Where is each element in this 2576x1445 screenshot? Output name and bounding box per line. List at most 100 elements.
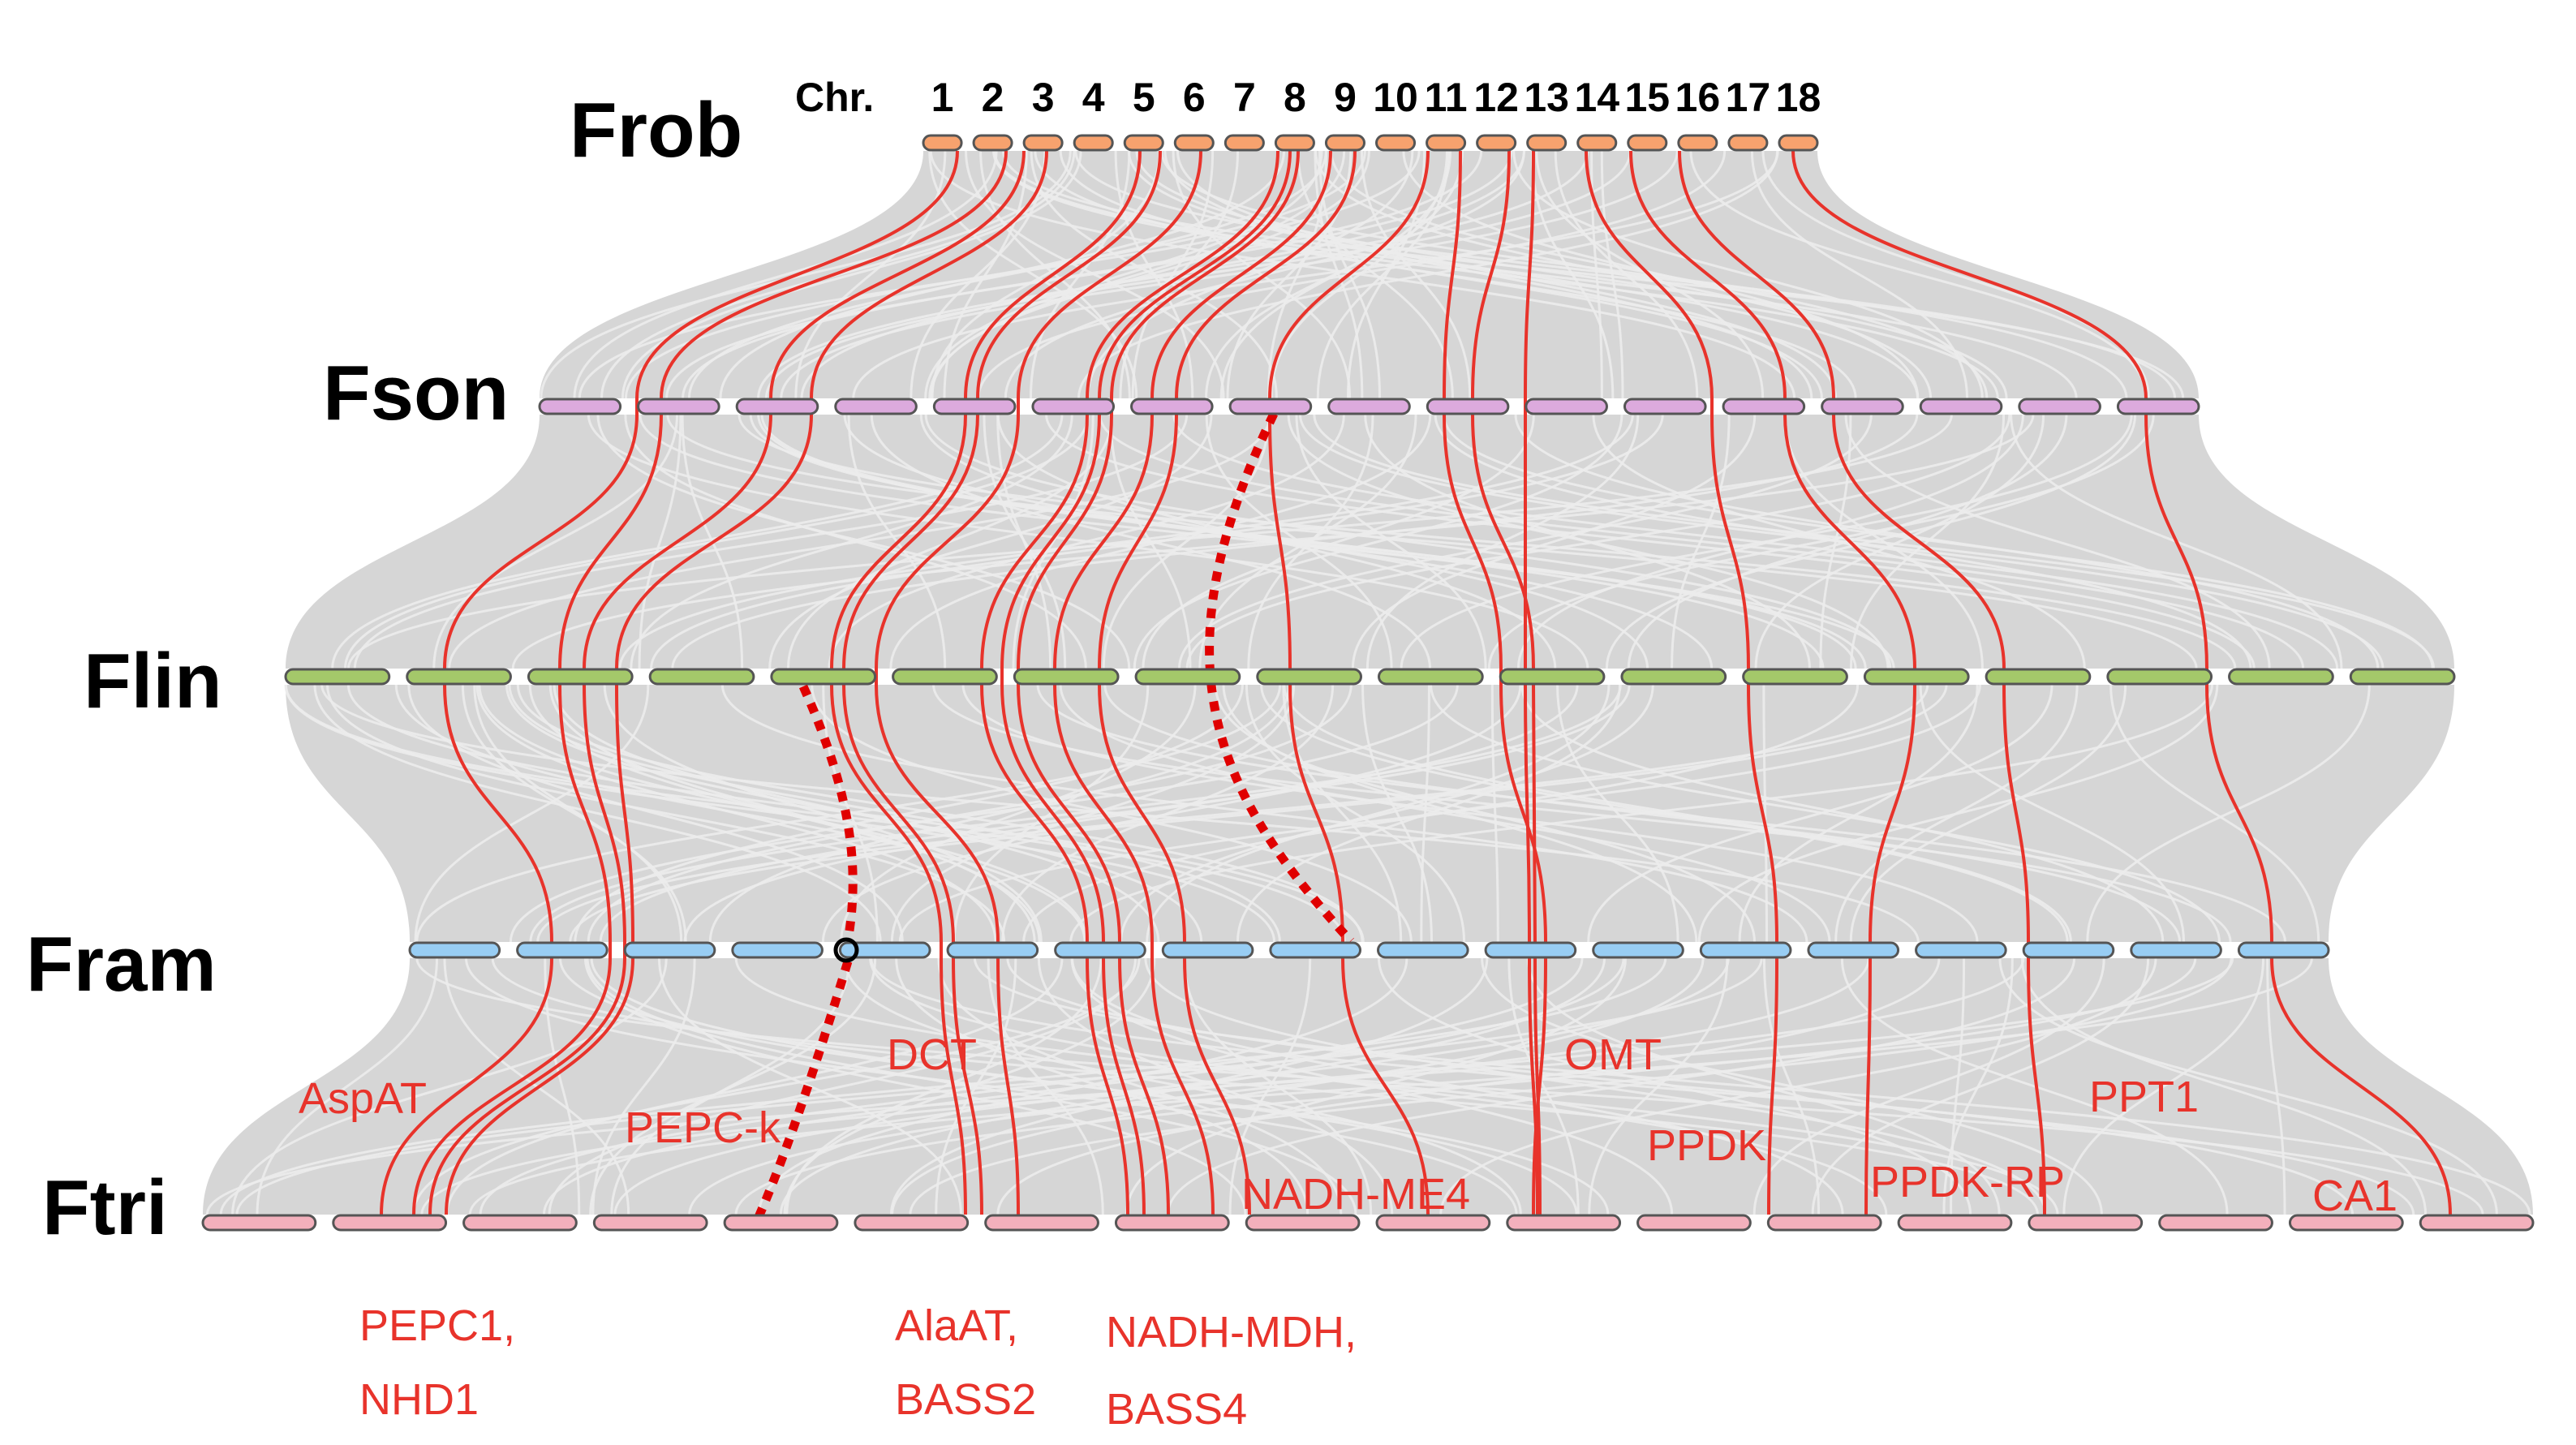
chromosome-frob-1 bbox=[922, 134, 963, 152]
chromosome-flin-6 bbox=[892, 668, 998, 686]
synteny-link bbox=[284, 684, 1276, 943]
synteny-link bbox=[2086, 684, 2371, 943]
gene-label-line: BASS4 bbox=[1106, 1385, 1247, 1434]
chromosome-ftri-13 bbox=[1766, 1214, 1882, 1232]
c4-gene-link bbox=[830, 150, 1142, 1215]
chromosome-frob-2 bbox=[972, 134, 1013, 152]
synteny-link bbox=[890, 684, 1296, 943]
gene-label-pepck: PEPC-k bbox=[625, 1103, 781, 1152]
chromosome-frob-8 bbox=[1274, 134, 1315, 152]
gene-label-ca1: CA1 bbox=[2312, 1172, 2398, 1220]
synteny-link bbox=[2266, 957, 2286, 1215]
synteny-link bbox=[1245, 684, 1466, 943]
chromosome-flin-2 bbox=[406, 668, 512, 686]
synteny-link bbox=[353, 414, 1189, 669]
synteny-link bbox=[708, 684, 1291, 943]
chromosome-frob-18 bbox=[1778, 134, 1819, 152]
synteny-link bbox=[1172, 150, 1352, 399]
chromosome-flin-7 bbox=[1013, 668, 1120, 686]
synteny-link bbox=[589, 957, 877, 1215]
chromosome-flin-8 bbox=[1134, 668, 1241, 686]
synteny-link bbox=[479, 957, 1584, 1215]
chromosome-fson-8 bbox=[1228, 398, 1313, 415]
c4-gene-link bbox=[1000, 150, 1292, 1215]
synteny-link bbox=[965, 150, 1225, 399]
synteny-link bbox=[889, 414, 1432, 669]
chromosome-frob-17 bbox=[1727, 134, 1769, 152]
synteny-link bbox=[1166, 957, 2076, 1215]
gene-label-ppdk: PPDK bbox=[1647, 1121, 1766, 1170]
c4-gene-link bbox=[1791, 150, 2452, 1215]
synteny-ribbon bbox=[286, 685, 2454, 942]
gene-label-ppt1: PPT1 bbox=[2089, 1073, 2199, 1121]
synteny-link bbox=[937, 957, 1343, 1215]
chromosome-fson-12 bbox=[1623, 398, 1707, 415]
synteny-link bbox=[2062, 957, 2265, 1215]
synteny-link bbox=[1144, 957, 2047, 1215]
synteny-link bbox=[1086, 150, 1414, 399]
synteny-gray-links bbox=[205, 150, 2531, 1215]
chromosome-ftri-3 bbox=[462, 1214, 578, 1232]
dotted-duplication-link bbox=[754, 960, 853, 1219]
synteny-link bbox=[800, 150, 1526, 399]
chromosome-number-label: 4 bbox=[1082, 75, 1105, 120]
c4-gene-links bbox=[380, 150, 2452, 1215]
species-label-flin: Flin bbox=[84, 638, 222, 725]
synteny-link bbox=[548, 957, 1137, 1215]
chromosome-number-label: 3 bbox=[1032, 75, 1055, 120]
synteny-link bbox=[666, 414, 2198, 669]
synteny-link bbox=[1012, 414, 1094, 669]
chromosome-frob-12 bbox=[1476, 134, 1517, 152]
synteny-link bbox=[2109, 684, 2320, 943]
synteny-link bbox=[630, 414, 1073, 669]
synteny-link bbox=[1214, 684, 1756, 943]
chromosome-ftri-11 bbox=[1506, 1214, 1622, 1232]
chromosome-fson-2 bbox=[637, 398, 720, 415]
c4-gene-link bbox=[445, 150, 1048, 1215]
c4-gene-link bbox=[980, 150, 1279, 1215]
chromosome-fson-11 bbox=[1525, 398, 1608, 415]
synteny-link bbox=[1844, 414, 2271, 669]
synteny-link bbox=[1183, 957, 1373, 1215]
synteny-link bbox=[1516, 414, 2025, 669]
chromosome-fram-9 bbox=[1269, 941, 1362, 959]
chromosome-flin-13 bbox=[1742, 668, 1848, 686]
chromosome-fram-3 bbox=[623, 941, 716, 959]
synteny-link bbox=[1071, 957, 1844, 1215]
c4-gene-link bbox=[380, 150, 959, 1215]
chromosome-number-label: 11 bbox=[1425, 75, 1468, 120]
chromosome-frob-5 bbox=[1123, 134, 1164, 152]
chromosome-fram-10 bbox=[1377, 941, 1469, 959]
synteny-link bbox=[1627, 414, 2068, 669]
synteny-link bbox=[785, 957, 1103, 1215]
chromosome-ftri-1 bbox=[201, 1214, 317, 1232]
synteny-link bbox=[1750, 150, 1969, 399]
synteny-link bbox=[757, 414, 1825, 669]
synteny-link bbox=[719, 150, 1286, 399]
chromosome-fram-8 bbox=[1161, 941, 1254, 959]
synteny-link bbox=[987, 957, 1104, 1215]
chromosome-flin-18 bbox=[2349, 668, 2456, 686]
synteny-link bbox=[1114, 150, 1194, 399]
synteny-link bbox=[1282, 684, 1403, 943]
synteny-link bbox=[1205, 150, 1464, 399]
synteny-link bbox=[407, 684, 904, 943]
synteny-link bbox=[852, 150, 1779, 399]
chromosome-number-label: 1 bbox=[931, 75, 954, 120]
synteny-link bbox=[1314, 150, 1933, 399]
chromosome-fson-4 bbox=[834, 398, 918, 415]
chromosome-fson-5 bbox=[932, 398, 1017, 415]
synteny-link bbox=[542, 957, 1625, 1215]
synteny-link bbox=[1671, 414, 1731, 669]
synteny-link bbox=[1022, 684, 1860, 943]
gene-label-line: BASS2 bbox=[895, 1375, 1036, 1424]
synteny-link bbox=[1295, 414, 1487, 669]
synteny-link bbox=[1950, 957, 1966, 1215]
synteny-link bbox=[1185, 414, 2011, 669]
synteny-link bbox=[1554, 150, 1699, 399]
synteny-link bbox=[1160, 150, 2128, 399]
gene-label-pepc1-nhd1: PEPC1, NHD1 bbox=[359, 1301, 515, 1424]
chromosome-frob-15 bbox=[1627, 134, 1668, 152]
chromosome-row-fram bbox=[408, 941, 2330, 959]
